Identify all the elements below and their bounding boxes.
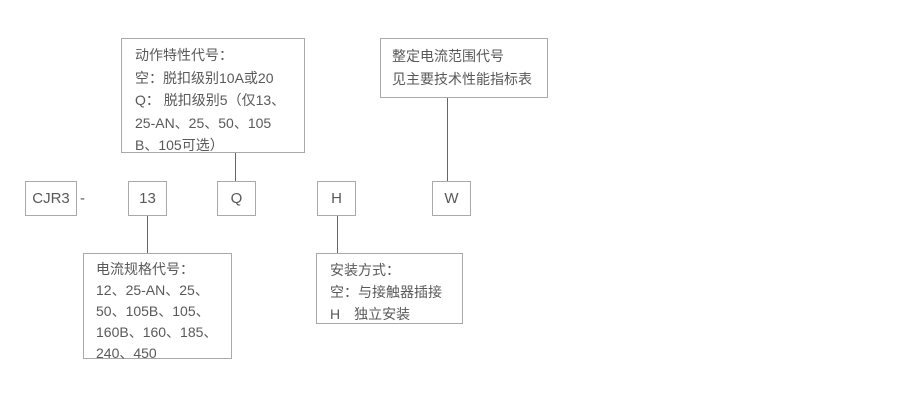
callout-action-characteristic: 动作特性代号： 空：脱扣级别10A或20 Q： 脱扣级别5（仅13、 25-AN… [121,38,305,153]
callout-text-line: 电流规格代号： [96,261,194,277]
code-label: CJR3 [32,190,70,207]
dash-label: - [80,190,85,207]
callout-text-line: 160B、160、185、 [96,324,218,340]
code-label: H [331,190,342,207]
connector-h-to-mount [337,216,338,253]
code-box-current-spec: 13 [128,181,167,216]
callout-text-line: B、105可选） [135,137,224,153]
code-label: W [444,190,459,207]
code-label: 13 [139,190,156,207]
callout-text-line: 12、25-AN、25、 [96,282,209,298]
code-box-cjr3: CJR3 [25,181,77,216]
callout-text-line: 25-AN、25、50、105 [135,114,272,131]
code-box-action-characteristic: Q [217,181,256,216]
connector-range-to-w [447,98,448,181]
code-label: Q [230,190,243,207]
callout-setting-current-range: 整定电流范围代号 见主要技术性能指标表 [380,38,548,98]
callout-text-line: Q： 脱扣级别5（仅13、 [135,92,286,108]
callout-text-line: H 独立安装 [330,306,411,322]
callout-current-specification: 电流规格代号： 12、25-AN、25、 50、105B、105、 160B、1… [83,253,232,361]
code-separator-dash: - [80,181,85,216]
code-box-mounting-type: H [317,181,356,216]
connector-13-to-spec [147,216,148,253]
callout-text-line: 见主要技术性能指标表 [392,71,532,87]
callout-text-line: 空：脱扣级别10A或20 [135,69,274,86]
callout-text-line: 空：与接触器插接 [330,284,442,300]
callout-text-line: 240、450 [96,345,157,361]
callout-text-line: 安装方式： [330,262,400,278]
code-box-current-range: W [432,181,471,216]
callout-text-line: 整定电流范围代号 [392,48,504,64]
callout-mounting-type: 安装方式： 空：与接触器插接 H 独立安装 [316,253,463,324]
callout-text-line: 动作特性代号： [135,47,233,63]
connector-action-to-q [235,153,236,181]
callout-text-line: 50、105B、105、 [96,303,210,319]
